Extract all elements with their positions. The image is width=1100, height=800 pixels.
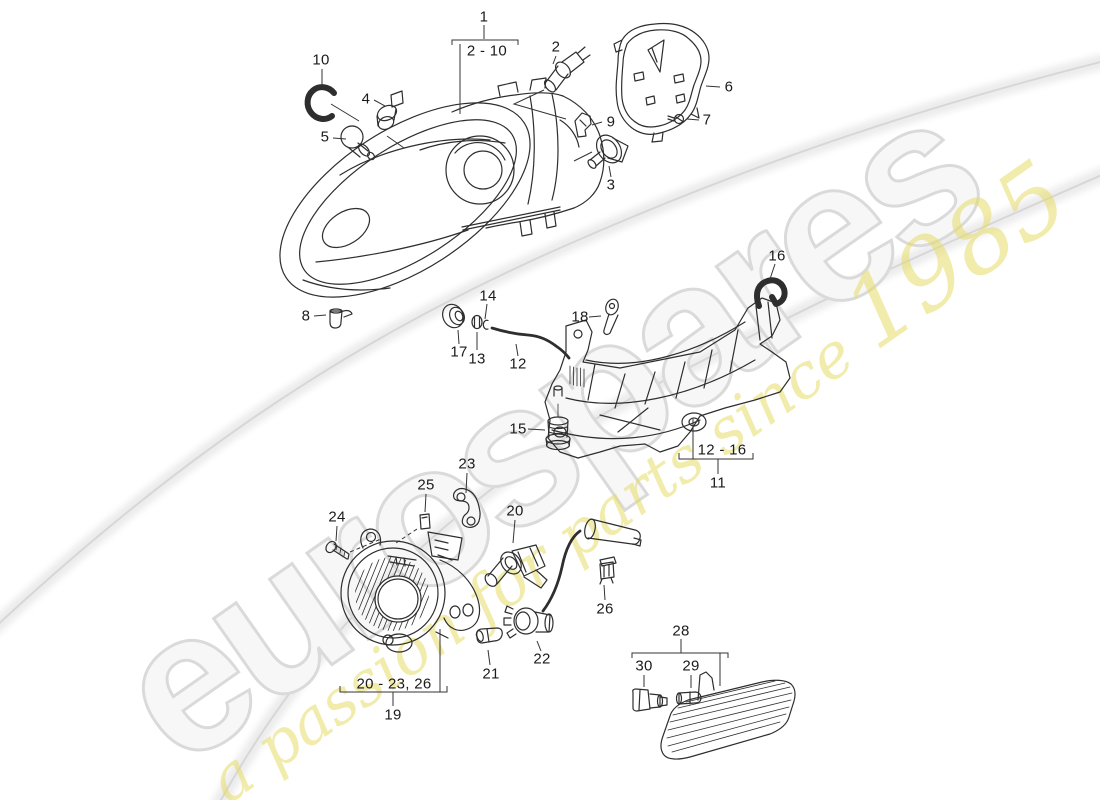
callout-9: 9 xyxy=(607,114,616,131)
part-10-seal-ring-art xyxy=(304,84,337,122)
part-7-screw-art xyxy=(667,113,685,125)
callout-10: 10 xyxy=(312,52,329,69)
part-12-rod-art xyxy=(490,326,571,360)
part-22-socket-art xyxy=(503,518,642,639)
part-14-washer-art xyxy=(482,319,489,330)
callout-5: 5 xyxy=(321,129,330,146)
part-3-bulb-art xyxy=(587,134,629,169)
part-16-clip-art xyxy=(754,277,788,309)
callout-20-23-26: 20 - 23, 26 xyxy=(356,676,431,693)
callout-2-10: 2 - 10 xyxy=(467,43,507,60)
callout-22: 22 xyxy=(533,651,550,668)
part-26-clip-art xyxy=(599,556,617,585)
part-25-clip-art xyxy=(419,513,431,530)
part-17-grommet-art xyxy=(442,303,465,329)
part-2-bulb-art xyxy=(543,46,591,93)
headlight-lens-art xyxy=(279,102,531,298)
part-18-lever-art xyxy=(603,298,619,336)
callout-8: 8 xyxy=(302,308,311,325)
part-20-bulb-art xyxy=(484,544,548,589)
callout-16: 16 xyxy=(768,248,785,265)
part-21-bulb-art xyxy=(475,627,503,644)
callout-7: 7 xyxy=(703,112,712,129)
part-13-nut-art xyxy=(471,314,483,330)
callout-4: 4 xyxy=(362,91,371,108)
callout-2: 2 xyxy=(552,39,561,56)
callout-17: 17 xyxy=(450,344,467,361)
callout-30: 30 xyxy=(635,658,652,675)
callout-11: 11 xyxy=(710,475,726,492)
callout-28: 28 xyxy=(672,623,689,640)
callout-23: 23 xyxy=(458,456,475,473)
part-28-sidemarker-art xyxy=(660,671,796,760)
part-8-plug-art xyxy=(329,308,353,329)
part-19-foglight-art xyxy=(340,528,481,653)
leader-lines xyxy=(313,25,776,706)
part-4-socket-art xyxy=(376,90,404,131)
callout-18: 18 xyxy=(571,309,588,326)
part-9-clip-art xyxy=(574,112,592,138)
callout-15: 15 xyxy=(509,421,526,438)
watermark-brand: eurospares xyxy=(77,55,1016,800)
callout-13: 13 xyxy=(468,351,485,368)
callout-6: 6 xyxy=(725,79,734,96)
part-11-bracket-art xyxy=(544,297,791,459)
headlight-housing-art xyxy=(451,77,605,237)
callout-1: 1 xyxy=(480,9,489,26)
callout-21: 21 xyxy=(482,666,499,683)
callout-14: 14 xyxy=(479,288,496,305)
callout-labels: 1 2 - 10 10 4 5 2 9 3 6 7 8 17 13 14 12 … xyxy=(302,9,786,724)
callout-20: 20 xyxy=(506,503,523,520)
callout-26: 26 xyxy=(596,601,613,618)
callout-24: 24 xyxy=(328,509,345,526)
part-24-screw-art xyxy=(325,540,350,560)
callout-25: 25 xyxy=(417,477,434,494)
callout-19: 19 xyxy=(384,707,401,724)
callout-12: 12 xyxy=(509,356,526,373)
part-30-holder-art xyxy=(632,688,668,712)
callout-29: 29 xyxy=(682,658,699,675)
callout-3: 3 xyxy=(607,177,616,194)
callout-12-16: 12 - 16 xyxy=(698,442,747,459)
part-5-bulb-art xyxy=(340,125,376,161)
part-6-cover-art xyxy=(613,22,710,143)
part-29-bulb-art xyxy=(675,691,702,705)
